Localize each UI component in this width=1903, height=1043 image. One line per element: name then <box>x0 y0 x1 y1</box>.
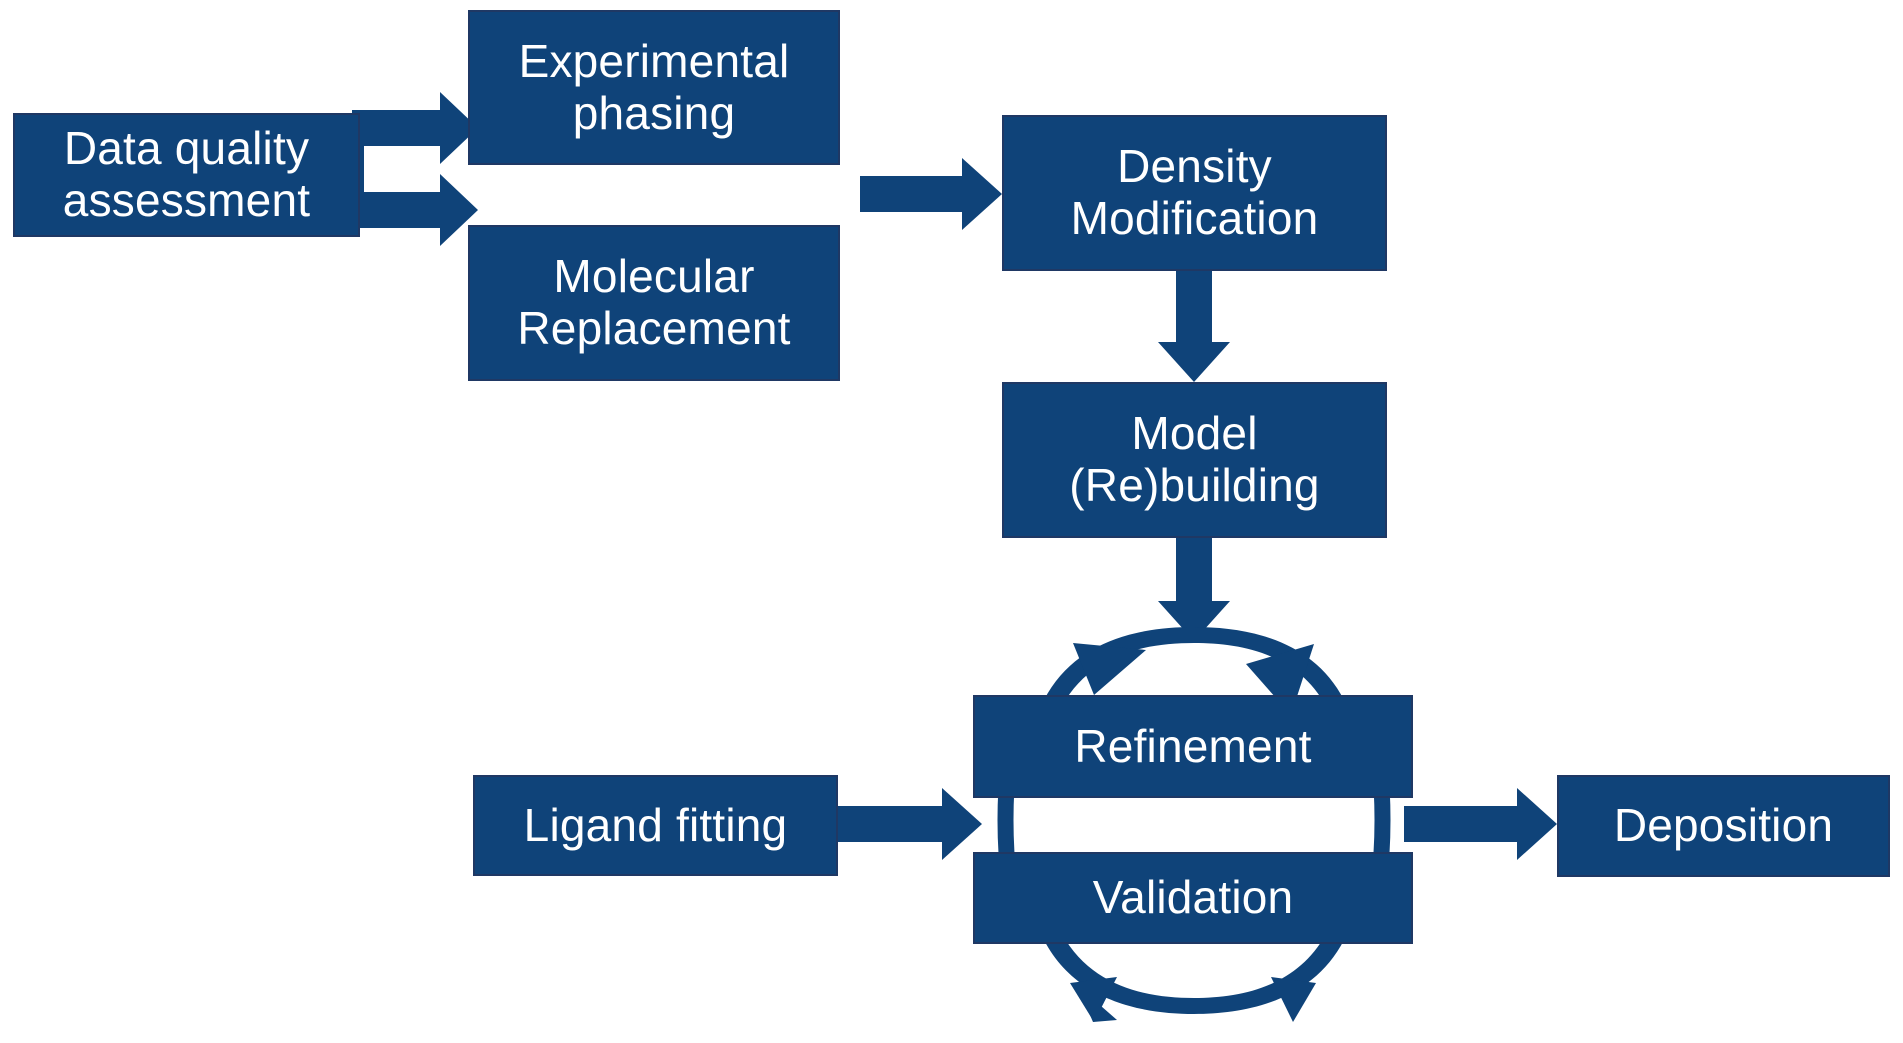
node-label-deposition: Deposition <box>1613 799 1834 852</box>
arrow-cycle-bottom-arc <box>1044 934 1344 1022</box>
arrow-ligand-fitting-to-cycle <box>838 788 982 860</box>
arrow-model-rebuilding-to-cycle <box>1158 538 1230 641</box>
node-refinement[interactable]: Refinement <box>973 695 1413 798</box>
arrow-data-quality-to-molecular-replacement <box>360 174 478 246</box>
node-molecular-replacement[interactable]: Molecular Replacement <box>468 225 840 381</box>
node-label-experimental-phasing: Experimental phasing <box>518 34 790 139</box>
node-label-ligand-fitting: Ligand fitting <box>523 798 788 851</box>
node-label-density-modification: Density Modification <box>1070 140 1319 244</box>
node-data-quality-assessment[interactable]: Data quality assessment <box>13 113 360 237</box>
node-density-modification[interactable]: Density Modification <box>1002 115 1387 271</box>
node-label-validation: Validation <box>1092 871 1294 924</box>
node-validation[interactable]: Validation <box>973 852 1413 944</box>
arrow-phasing-to-density-modification <box>860 158 1002 230</box>
node-experimental-phasing[interactable]: Experimental phasing <box>468 10 840 165</box>
node-model-rebuilding[interactable]: Model (Re)building <box>1002 382 1387 538</box>
node-label-model-rebuilding: Model (Re)building <box>1069 407 1320 511</box>
arrow-cycle-to-deposition <box>1404 788 1557 860</box>
node-deposition[interactable]: Deposition <box>1557 775 1890 877</box>
node-label-refinement: Refinement <box>1074 719 1312 772</box>
node-ligand-fitting[interactable]: Ligand fitting <box>473 775 838 876</box>
arrow-data-quality-to-experimental-phasing <box>360 92 478 164</box>
node-label-data-quality-assessment: Data quality assessment <box>62 122 311 226</box>
arrow-density-modification-to-model-rebuilding <box>1158 271 1230 382</box>
node-label-molecular-replacement: Molecular Replacement <box>517 250 791 354</box>
